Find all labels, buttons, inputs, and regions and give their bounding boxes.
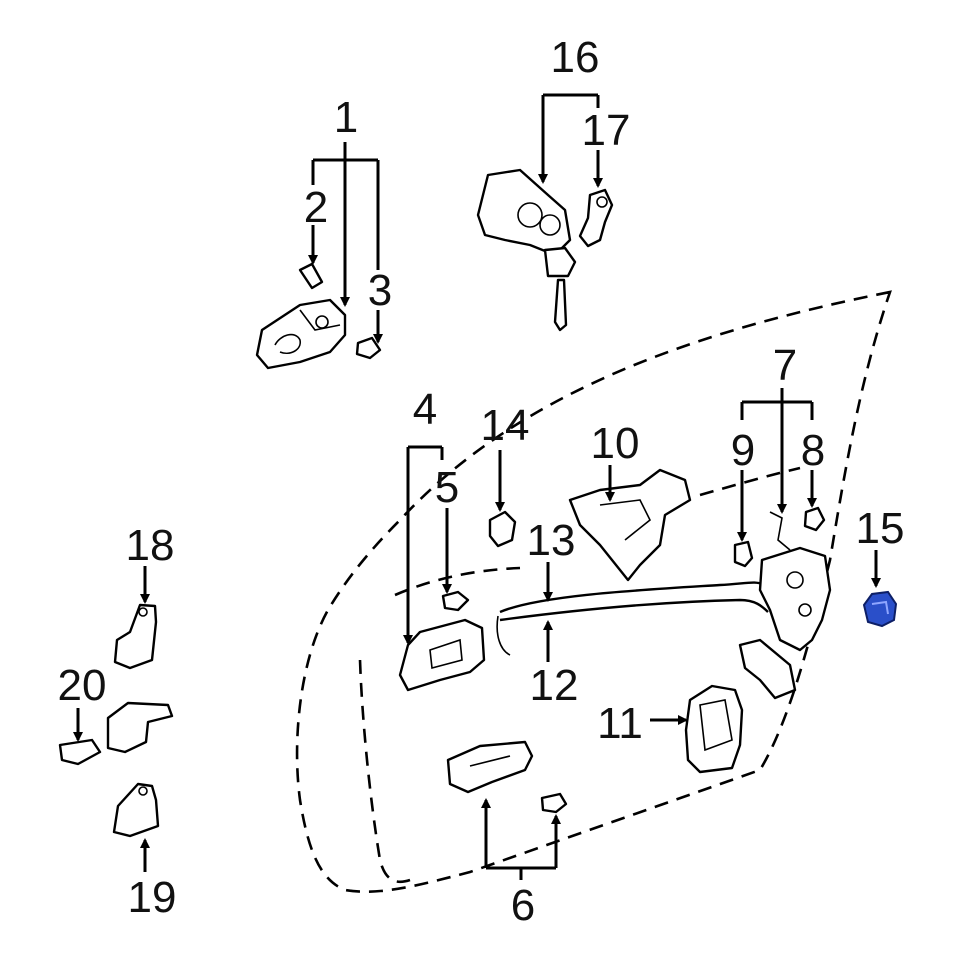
callout-3: 3 [368,266,392,315]
part-17-key-cylinder [578,188,614,248]
part-9-clip [733,540,754,568]
callout-19: 19 [128,873,177,922]
callout-14: 14 [481,401,530,450]
callout-12: 12 [530,661,579,710]
callout-8: 8 [801,426,825,475]
part-4-inside-handle [398,618,486,692]
part-15-highlighted[interactable] [862,590,898,628]
part-1-door-lock-cylinder [255,298,347,370]
callout-4: 4 [413,385,437,434]
part-19-lower-hinge [112,782,160,838]
callout-10: 10 [591,419,640,468]
callout-7: 7 [773,341,797,390]
callout-1: 1 [334,93,358,142]
callout-6: 6 [511,881,535,930]
callout-20: 20 [58,661,107,710]
callout-18: 18 [126,521,175,570]
part-12-13-cables [496,581,769,656]
callout-13: 13 [527,516,576,565]
part-10-bracket [568,468,692,582]
callout-5: 5 [435,463,459,512]
callout-16: 16 [551,33,600,82]
leader-lines [73,93,881,880]
part-18-upper-hinge [113,603,158,670]
part-7-latch-assembly [738,511,832,700]
callout-11: 11 [597,699,643,748]
part-14-clip [488,510,517,548]
part-8-clip [803,506,826,532]
part-16-lock-set [476,168,577,332]
part-6-outside-handle [446,740,568,814]
part-5-bolt [441,590,470,612]
callout-2: 2 [304,183,328,232]
part-11-actuator [684,684,744,774]
callout-15: 15 [856,504,905,553]
callout-17: 17 [582,106,631,155]
callout-9: 9 [731,426,755,475]
part-20-door-check [58,701,174,766]
callout-labels: 1 2 3 4 5 6 7 8 9 10 11 12 13 14 15 16 1… [58,33,905,930]
part-2-clip [298,262,324,290]
